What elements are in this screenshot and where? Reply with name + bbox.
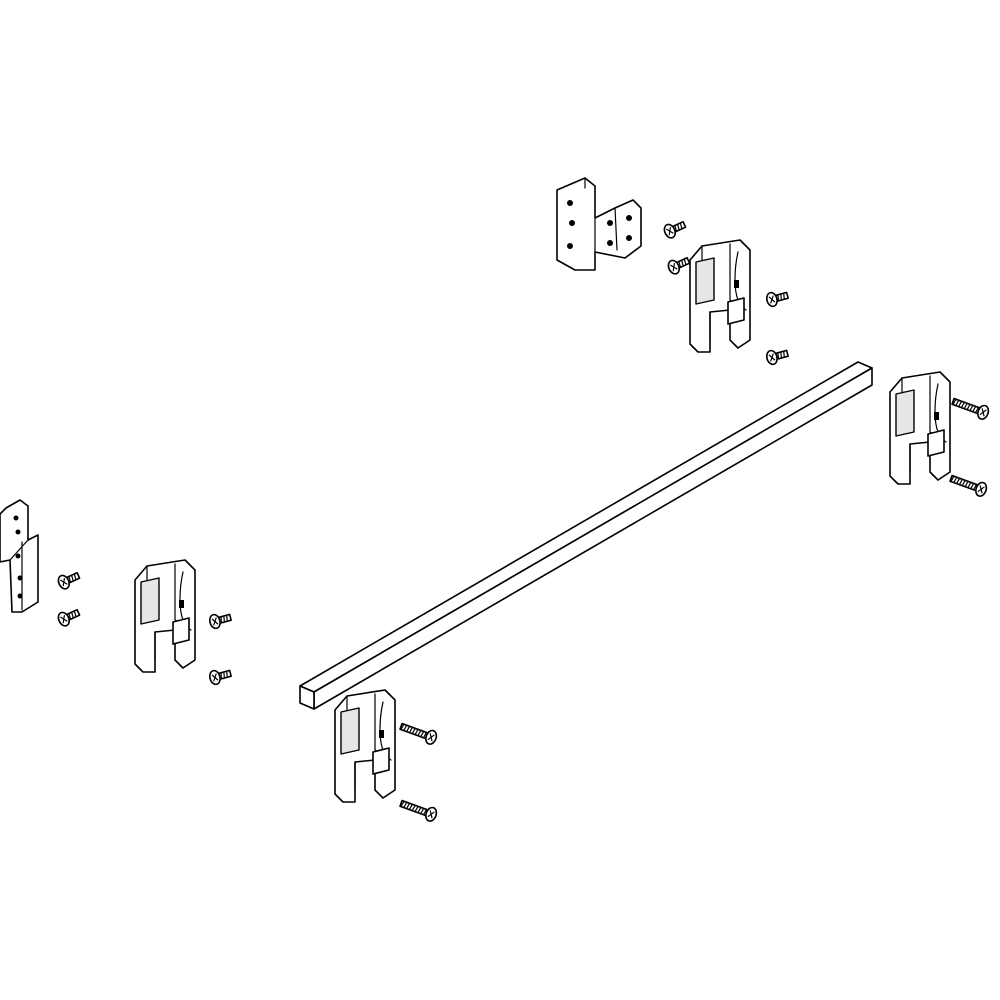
screw-short [57, 571, 81, 590]
clip-top [689, 239, 751, 353]
screw-short [765, 291, 789, 308]
screw-short [663, 220, 687, 239]
rail [299, 361, 873, 710]
mounting-bracket-top [556, 177, 642, 271]
screw-long [951, 397, 990, 420]
clip-right [889, 371, 951, 485]
screw-long [399, 799, 438, 822]
screw-short [765, 349, 789, 366]
mounting-bracket-left [0, 499, 39, 613]
screw-short [667, 256, 691, 275]
clip-bottom [334, 689, 396, 803]
screw-short [208, 613, 232, 630]
clip-left [134, 559, 196, 673]
screw-short [57, 608, 81, 627]
screw-long [949, 474, 988, 497]
screw-long [399, 722, 438, 745]
screw-short [208, 669, 232, 686]
